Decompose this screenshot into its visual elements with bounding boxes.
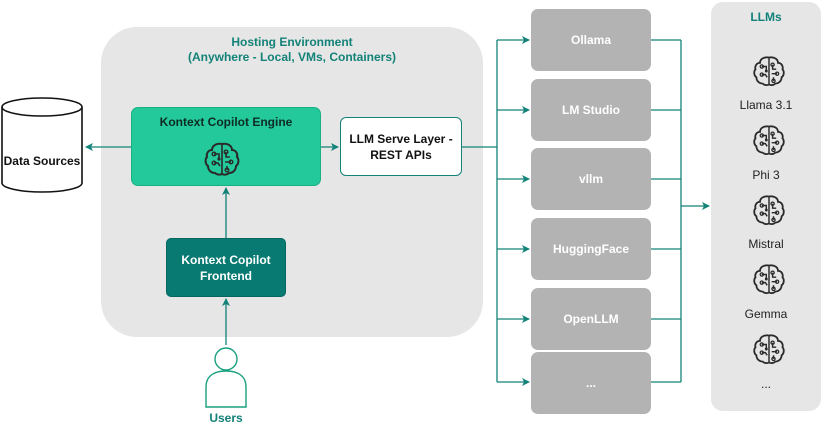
provider-ollama[interactable]: Ollama [531, 9, 651, 71]
copilot-engine-label: Kontext Copilot Engine [159, 115, 293, 129]
frontend-line2: Frontend [199, 268, 252, 283]
brain-circuit-icon [751, 192, 787, 228]
users-label: Users [209, 411, 243, 425]
llm-item-llama: Llama 3.1 [739, 98, 793, 112]
hosting-environment-title: Hosting Environment (Anywhere - Local, V… [101, 35, 483, 65]
data-sources-label: Data Sources [3, 154, 81, 168]
llm-item-more: ... [760, 377, 771, 391]
database-icon [1, 97, 83, 193]
llm-item-mistral: Mistral [748, 237, 784, 251]
llm-item-phi: Phi 3 [752, 168, 780, 182]
copilot-frontend-box[interactable]: Kontext Copilot Frontend [166, 238, 286, 297]
brain-circuit-icon [751, 331, 787, 367]
llm-item-gemma: Gemma [744, 307, 788, 321]
hosting-title-line2: (Anywhere - Local, VMs, Containers) [187, 50, 397, 64]
user-icon [205, 347, 247, 408]
brain-circuit-icon [202, 139, 242, 179]
llm-serve-layer-box[interactable]: LLM Serve Layer - REST APIs [340, 117, 462, 176]
brain-circuit-icon [751, 122, 787, 158]
serve-layer-line2: REST APIs [370, 147, 432, 162]
brain-circuit-icon [751, 261, 787, 297]
frontend-line1: Kontext Copilot [181, 252, 271, 267]
provider-lm-studio[interactable]: LM Studio [531, 79, 651, 141]
brain-circuit-icon [751, 53, 787, 89]
llms-title: LLMs [750, 10, 782, 24]
provider-vllm[interactable]: vllm [531, 148, 651, 210]
provider-openllm[interactable]: OpenLLM [531, 288, 651, 350]
serve-layer-line1: LLM Serve Layer - [349, 131, 453, 146]
hosting-title-line1: Hosting Environment [231, 35, 353, 49]
copilot-engine-box[interactable] [131, 107, 321, 186]
provider-huggingface[interactable]: HuggingFace [531, 218, 651, 280]
provider-more[interactable]: ... [531, 352, 651, 414]
